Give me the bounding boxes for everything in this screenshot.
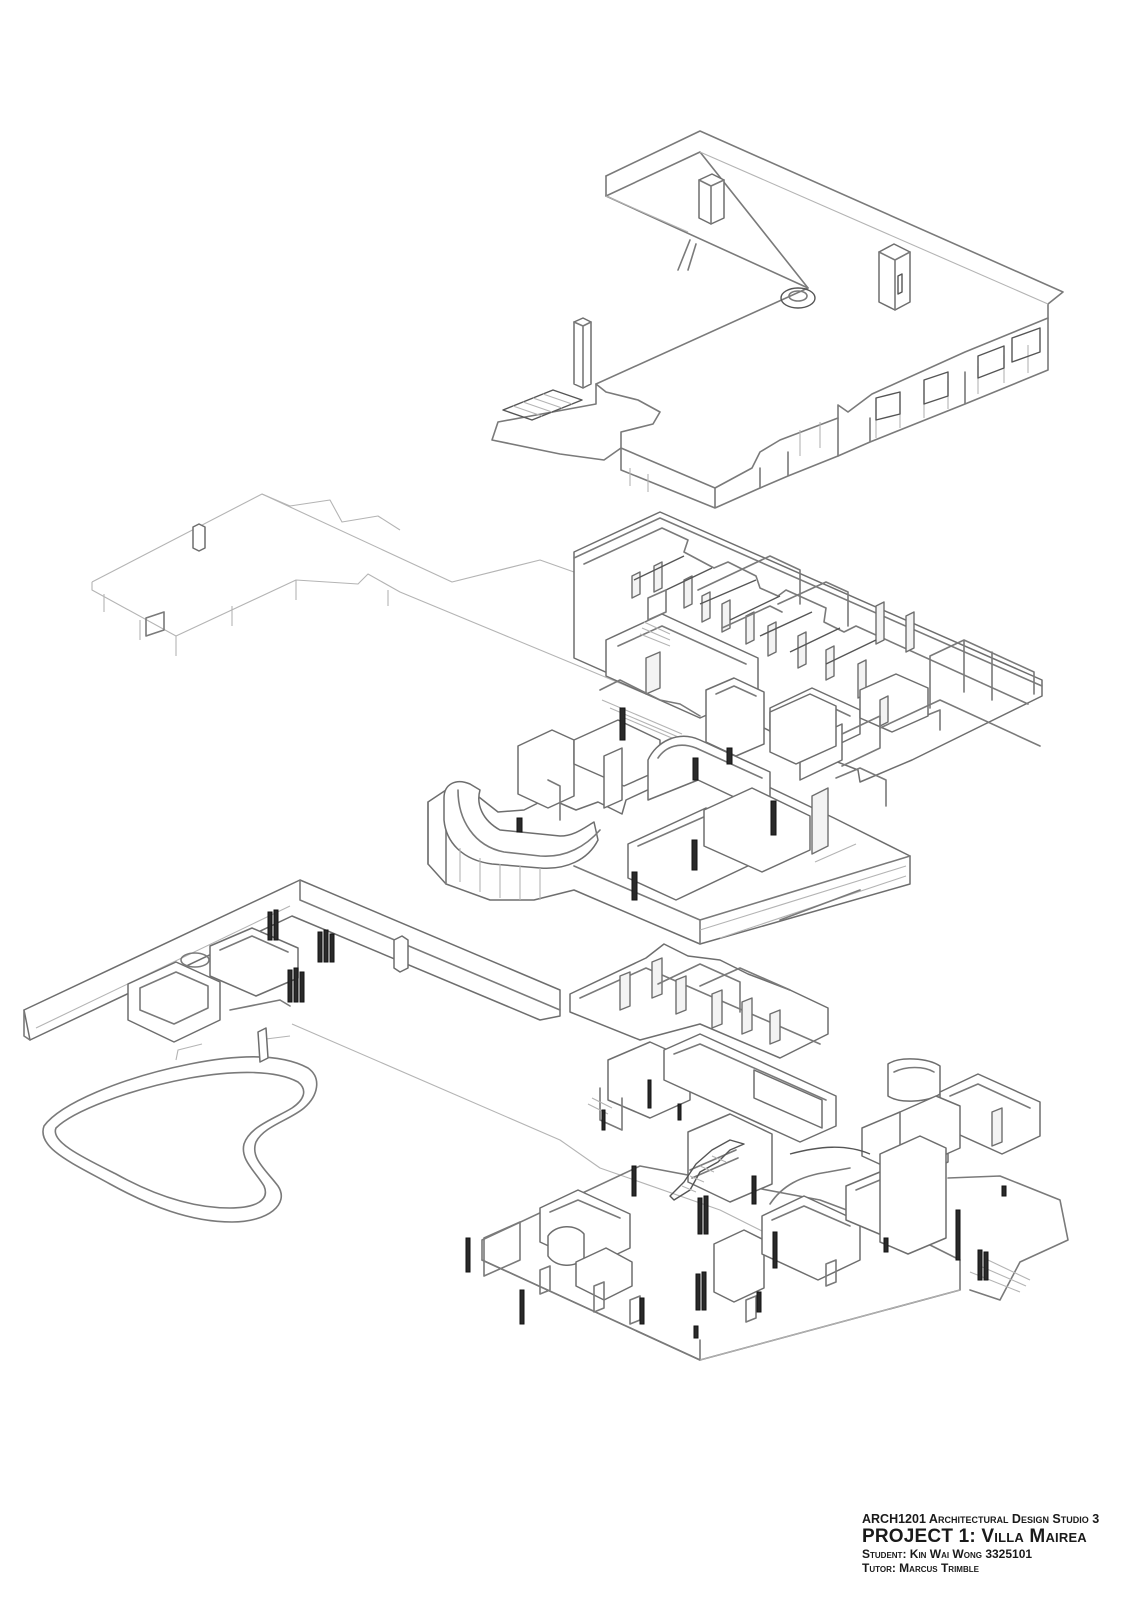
tutor-name: Tutor: Marcus Trimble [862,1561,979,1576]
column [516,817,523,833]
column-cluster [267,909,335,1003]
ground-columns [465,1079,1007,1339]
column [770,800,777,836]
project-title: PROJECT 1: Villa Mairea [862,1526,1087,1548]
column [726,747,733,765]
column [692,757,699,781]
roof-level [491,130,1064,509]
column [691,839,698,871]
ground-floor-middle [427,677,911,945]
title-block: ARCH1201 Architectural Design Studio 3 P… [862,1512,1124,1576]
course-title: ARCH1201 Architectural Design Studio 3 [862,1512,1100,1526]
column [619,707,626,741]
column [631,871,638,901]
chimney-tall [878,243,911,311]
site-level [23,879,1069,1361]
student-name: Student: Kin Wai Wong 3325101 [862,1547,1033,1562]
chimney-main [698,173,725,225]
swimming-pool [42,1027,318,1223]
sauna [127,927,299,1043]
chimney-sauna [573,317,592,389]
